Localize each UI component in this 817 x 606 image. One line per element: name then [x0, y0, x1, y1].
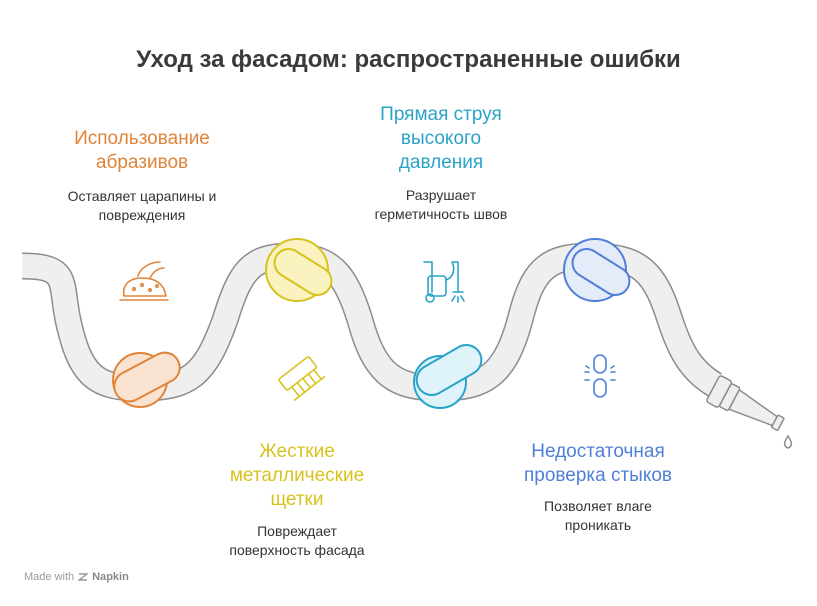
item-label-metal-brushes: Жесткие металлические щетки	[229, 441, 365, 510]
water-drop-icon	[783, 434, 793, 449]
broken-link-icon	[584, 354, 616, 398]
knot-yellow	[265, 238, 333, 302]
item-label-joint-check: Недостаточная проверка стыков	[523, 441, 673, 486]
footer: Made with Napkin	[24, 571, 129, 583]
napkin-logo-icon	[78, 573, 89, 581]
hand-scrubbing-icon	[119, 261, 169, 301]
nozzle-icon	[706, 375, 785, 431]
knot-orange	[112, 351, 181, 408]
knot-blue	[563, 238, 631, 302]
item-desc-abrasives: Оставляет царапины и повреждения	[67, 188, 217, 223]
item-desc-joint-check: Позволяет влаге проникать	[544, 498, 652, 533]
item-desc-metal-brushes: Повреждает поверхность фасада	[229, 523, 365, 558]
page-title: Уход за фасадом: распространенные ошибки	[136, 46, 681, 73]
item-label-abrasives: Использование абразивов	[74, 128, 210, 173]
item-desc-high-pressure: Разрушает герметичность швов	[374, 187, 508, 222]
brand-name: Napkin	[92, 571, 129, 583]
brush-icon	[278, 356, 326, 401]
pressure-washer-icon	[423, 261, 465, 303]
knot-teal	[413, 344, 483, 409]
made-with-text: Made with	[24, 571, 75, 583]
item-label-high-pressure: Прямая струя высокого давления	[380, 104, 502, 173]
